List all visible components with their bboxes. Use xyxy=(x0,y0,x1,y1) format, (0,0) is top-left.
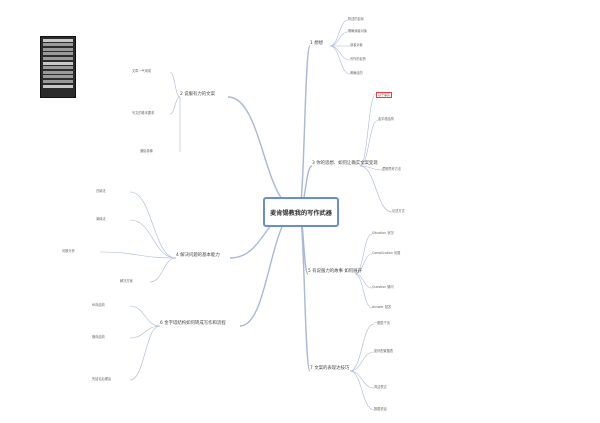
connector-b4-sub-2 xyxy=(99,251,177,259)
branch-7-sub-4[interactable]: 数据说话 xyxy=(374,407,387,411)
connector-branch-7 xyxy=(298,209,311,372)
connector-b6-sub-2 xyxy=(129,325,161,381)
branch-2-sub-2[interactable]: 写文的基本要求 xyxy=(132,111,155,115)
branch-3-sub-3[interactable]: 逻辑思考方法 xyxy=(382,167,402,171)
branch-4-label[interactable]: 4 解决问题的基本能力 xyxy=(176,253,220,258)
branch-1-label[interactable]: 1 想想 xyxy=(310,41,323,46)
connector-b5-sub-3 xyxy=(354,273,373,309)
connector-b1-sub-4 xyxy=(329,45,351,75)
branch-2-sub-3[interactable]: 通俗易懂 xyxy=(140,149,153,153)
branch-4-sub-4[interactable]: 解决方案 xyxy=(120,279,133,283)
branch-3-sub-2[interactable]: 金字塔结构 xyxy=(378,117,394,121)
branch-6-sub-3[interactable]: 先结论后理由 xyxy=(92,377,112,381)
branch-4-sub-2[interactable]: 演绎法 xyxy=(96,217,106,221)
connector-b7-sub-1 xyxy=(349,351,375,372)
connector-b6-sub-0 xyxy=(129,305,161,327)
connector-b5-sub-1 xyxy=(354,253,373,275)
branch-3-sub-4[interactable]: 论述方式 xyxy=(392,209,405,213)
connector-b5-sub-2 xyxy=(354,273,373,289)
connector-branch-2 xyxy=(227,96,300,211)
branch-1-sub-5[interactable]: 明确目的 xyxy=(350,71,363,75)
embedded-table-image xyxy=(40,36,76,98)
connector-b7-sub-0 xyxy=(349,323,375,372)
central-topic-label: 麦肯锡教我的写作武器 xyxy=(270,209,332,217)
connector-b6-sub-1 xyxy=(129,325,161,339)
branch-2-sub-1[interactable]: 文章一气呵成 xyxy=(132,69,152,73)
branch-6-label[interactable]: 6 金字塔结构如何转成写作和流程 xyxy=(160,321,226,326)
branch-3-label[interactable]: 3 你的思想、如何让确实文案变现 xyxy=(312,161,378,166)
branch-7-sub-3[interactable]: 简洁表达 xyxy=(374,385,387,389)
connector-b3-sub-0 xyxy=(359,93,377,167)
connector-branch-1 xyxy=(298,45,311,211)
branch-7-sub-2[interactable]: 如何配置图表 xyxy=(374,349,394,353)
connector-b7-sub-2 xyxy=(349,370,375,389)
branch-4-sub-3[interactable]: 问题分析 xyxy=(62,249,75,253)
branch-4-sub-1[interactable]: 归纳法 xyxy=(96,189,106,193)
branch-2-label[interactable]: 2 说服有力的文案 xyxy=(180,92,215,97)
connector-b3-sub-1 xyxy=(359,119,379,167)
branch-1-sub-4[interactable]: 写作的目的 xyxy=(350,57,366,61)
connector-b5-sub-0 xyxy=(354,233,373,275)
connector-b1-sub-1 xyxy=(329,31,349,47)
branch-6-sub-1[interactable]: 纵向结构 xyxy=(92,303,105,307)
branch-7-sub-1[interactable]: 一图胜千言 xyxy=(374,321,390,325)
branch-7-label[interactable]: 7 文案的表现达技巧 xyxy=(310,366,350,371)
branch-5-sub-2[interactable]: Complication 问题 xyxy=(372,251,401,255)
branch-5-label[interactable]: 5 有说服力的故事 如何展开 xyxy=(308,269,362,274)
connector-b7-sub-3 xyxy=(349,370,375,411)
connector-b1-sub-0 xyxy=(329,19,349,47)
branch-3-sub-1[interactable]: 基于事实 xyxy=(376,92,393,98)
branch-6-sub-2[interactable]: 横向结构 xyxy=(92,335,105,339)
branch-1-sub-3[interactable]: 读者对象 xyxy=(350,43,363,47)
connector-b3-sub-3 xyxy=(359,165,393,213)
branch-1-sub-2[interactable]: 明确读者对象 xyxy=(348,29,368,33)
branch-5-sub-4[interactable]: Answer 回答 xyxy=(372,305,392,309)
branch-5-sub-1[interactable]: Situation 状况 xyxy=(372,231,394,235)
connector-b4-sub-1 xyxy=(129,219,177,259)
connector-b2-sub-0 xyxy=(169,71,181,98)
central-topic[interactable]: 麦肯锡教我的写作武器 xyxy=(263,197,339,227)
connector-b4-sub-3 xyxy=(149,257,177,283)
branch-5-sub-3[interactable]: Question 疑问 xyxy=(372,285,394,289)
branch-1-sub-1[interactable]: 陈述的目标 xyxy=(348,17,364,21)
connector-b2-sub-1 xyxy=(169,96,181,115)
connector-b1-sub-3 xyxy=(329,45,351,61)
connector-b4-sub-0 xyxy=(129,191,177,259)
